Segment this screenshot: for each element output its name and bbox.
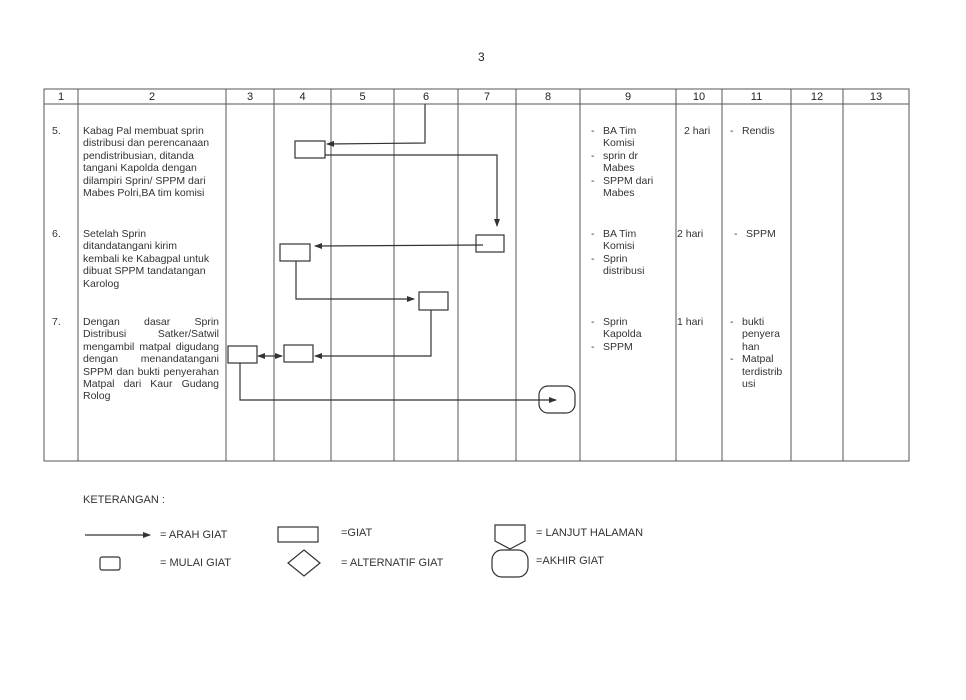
requirement-item: sprin dr Mabes <box>591 150 663 175</box>
requirements-list: BA Tim Komisi Sprin distribusi <box>591 228 663 278</box>
col-header: 6 <box>422 91 430 103</box>
legend-label-arah: = ARAH GIAT <box>160 529 228 541</box>
flow-arrow <box>239 363 557 403</box>
process-box <box>227 345 258 364</box>
flow-arrow <box>325 154 500 227</box>
flow-arrow <box>314 242 484 249</box>
requirement-item: Sprin distribusi <box>591 253 663 278</box>
legend-title: KETERANGAN : <box>83 494 165 506</box>
flow-arrow <box>314 310 432 359</box>
legend-offpage-symbol <box>494 524 526 550</box>
activity-text: Kabag Pal membuat sprin distribusi dan p… <box>83 125 210 200</box>
col-header: 8 <box>544 91 552 103</box>
legend-label-giat: =GIAT <box>341 527 373 539</box>
legend-symbols <box>85 524 529 578</box>
legend-process-symbol <box>277 526 319 543</box>
output-item: bukti penyera han <box>730 316 780 353</box>
col-header: 7 <box>483 91 491 103</box>
legend-label-mulai: = MULAI GIAT <box>160 557 232 569</box>
row-number: 6. <box>52 228 61 240</box>
process-box <box>283 344 314 363</box>
requirement-item: SPPM <box>591 341 663 354</box>
time-text: 2 hari <box>677 228 704 240</box>
process-box <box>418 291 449 311</box>
table-grid <box>43 88 910 462</box>
col-header: 5 <box>359 91 366 103</box>
row-number: 5. <box>52 125 61 137</box>
col-header: 13 <box>869 91 883 103</box>
flow-arrow <box>326 104 426 147</box>
time-text: 2 hari <box>684 125 711 137</box>
col-header: 3 <box>246 91 254 103</box>
activity-text: Dengan dasar Sprin Distribusi Satker/Sat… <box>83 316 219 403</box>
col-header: 9 <box>624 91 632 103</box>
requirement-item: BA Tim Komisi <box>591 125 663 150</box>
output-item: SPPM <box>734 228 790 241</box>
output-item: Matpal terdistrib usi <box>730 353 782 390</box>
legend-start-symbol <box>99 556 121 571</box>
col-header: 1 <box>57 91 65 103</box>
requirements-list: Sprin Kapolda SPPM <box>591 316 663 354</box>
col-header: 12 <box>810 91 824 103</box>
output-list: bukti penyera han Matpal terdistrib usi <box>730 316 782 390</box>
output-list: SPPM <box>734 228 790 241</box>
flow-arrow <box>295 261 415 302</box>
col-header: 10 <box>692 91 706 103</box>
process-box <box>475 234 505 253</box>
col-header: 2 <box>148 91 156 103</box>
requirement-item: Sprin Kapolda <box>591 316 663 341</box>
page-number: 3 <box>478 50 485 64</box>
process-box <box>279 243 311 262</box>
legend-end-symbol <box>491 549 529 578</box>
requirement-item: BA Tim Komisi <box>591 228 663 253</box>
requirements-list: BA Tim Komisi sprin dr Mabes SPPM dari M… <box>591 125 663 199</box>
legend-decision-symbol <box>287 549 321 577</box>
process-box <box>294 140 326 159</box>
requirement-item: SPPM dari Mabes <box>591 175 663 200</box>
activity-text: Setelah Sprin ditandatangani kirim kemba… <box>83 228 210 290</box>
output-list: Rendis <box>730 125 788 138</box>
col-header: 4 <box>299 91 306 103</box>
col-header: 11 <box>750 91 763 103</box>
output-item: Rendis <box>730 125 788 138</box>
legend-label-alternatif: = ALTERNATIF GIAT <box>341 557 444 569</box>
legend-label-lanjut: = LANJUT HALAMAN <box>536 527 644 539</box>
time-text: 1 hari <box>677 316 704 328</box>
legend-label-akhir: =AKHIR GIAT <box>536 555 604 567</box>
row-number: 7. <box>52 316 61 328</box>
